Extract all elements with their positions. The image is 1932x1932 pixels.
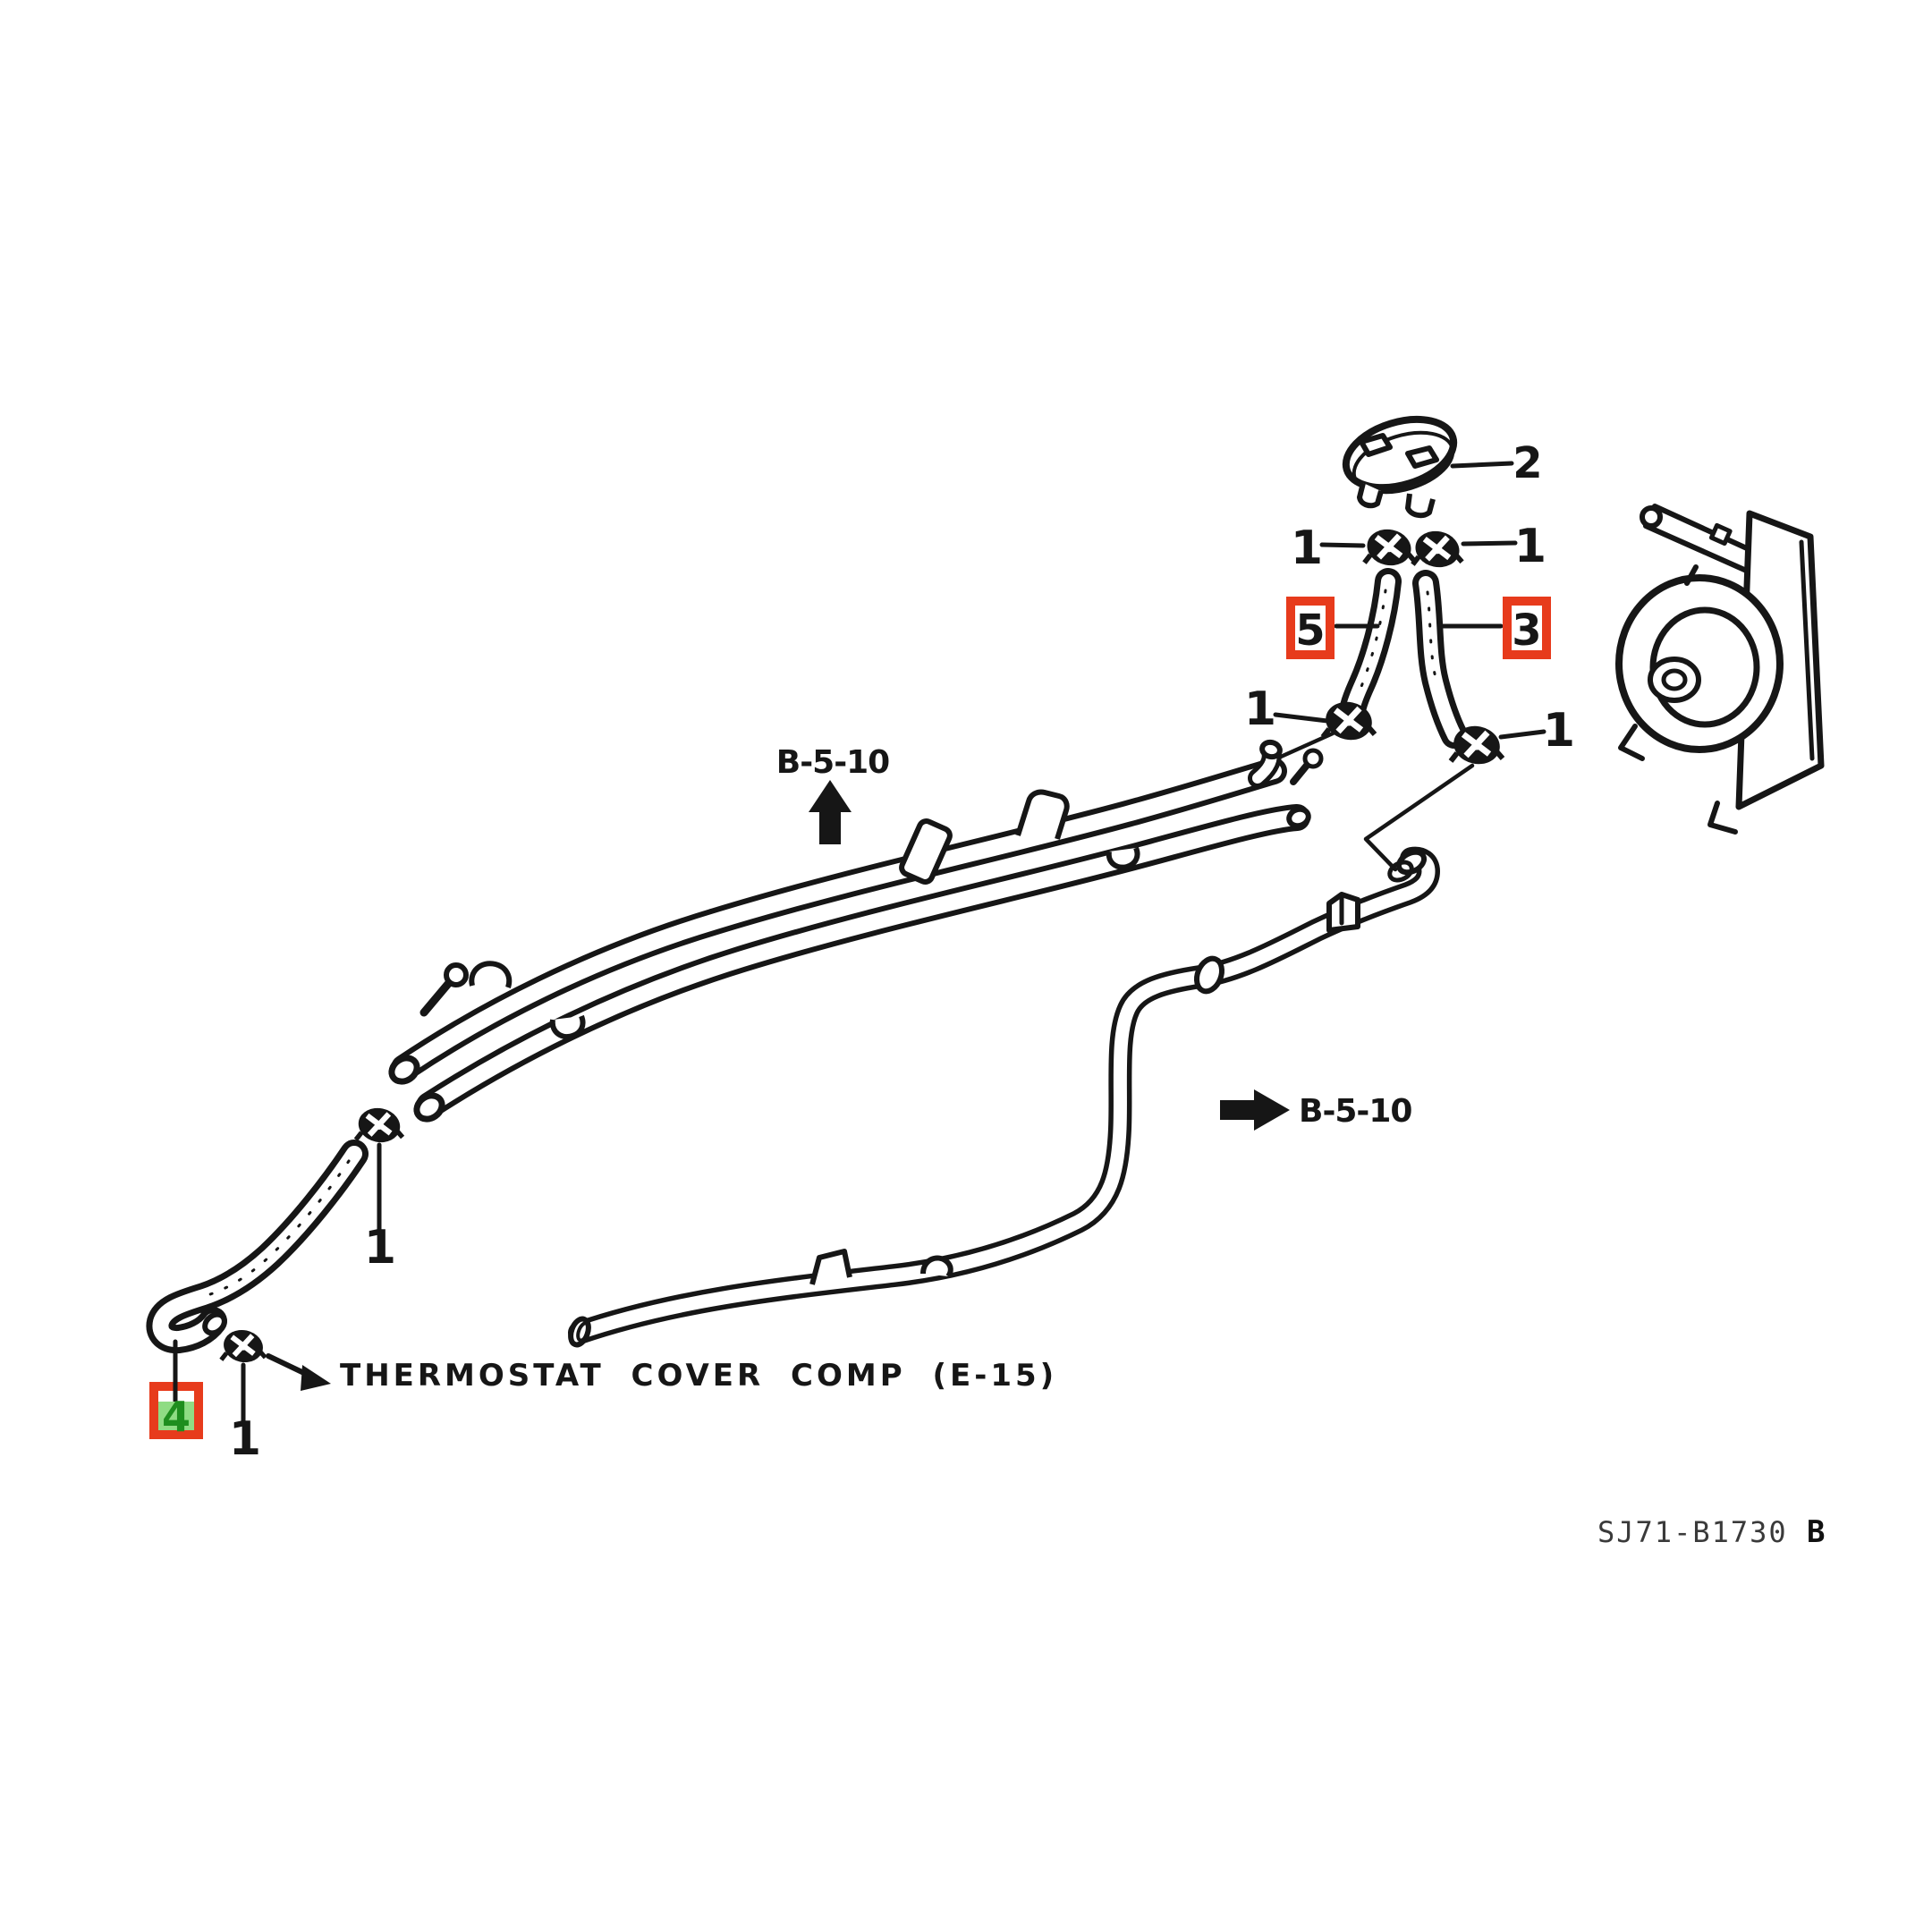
ref-top-group: B-5-10: [776, 744, 890, 844]
qty-label-pipe-left: 1: [364, 1221, 396, 1275]
lower-water-pipe-drawing: [568, 846, 1440, 1348]
hose-clamp-top-right: [1412, 527, 1463, 571]
up-arrow-icon: [809, 780, 852, 844]
doc-revision: B: [1807, 1514, 1825, 1550]
part-5-callout-box[interactable]: 5: [1286, 597, 1335, 659]
hose-clamp-top-left: [1364, 525, 1415, 569]
footer-code-group: SJ71-B1730 B: [1597, 1514, 1825, 1550]
thermostat-note: THERMOSTAT COVER COMP (E-15): [340, 1358, 1057, 1394]
part-4-callout-box[interactable]: 4: [149, 1379, 203, 1441]
qty-label-mid-right: 1: [1543, 704, 1575, 758]
heater-hose-3-drawing: [1412, 570, 1468, 749]
part-4-label: 4: [162, 1393, 191, 1441]
part-2-label: 2: [1513, 438, 1542, 488]
upper-water-pipes-drawing: [388, 739, 1324, 1123]
thermostat-hose-4-drawing: [146, 1140, 369, 1354]
part-3-label: 3: [1512, 606, 1541, 656]
grommet-drawing: [1342, 415, 1458, 519]
ref-label-top: B-5-10: [776, 744, 889, 781]
radiator-fan-shroud-drawing: [1615, 504, 1825, 835]
heater-hose-5-drawing: [1338, 568, 1402, 734]
doc-code: SJ71-B1730: [1597, 1515, 1788, 1549]
part-5-label: 5: [1295, 606, 1325, 656]
thermostat-note-group: THERMOSTAT COVER COMP (E-15): [266, 1353, 1057, 1394]
qty-label-mid-left: 1: [1244, 682, 1276, 736]
ref-label-side: B-5-10: [1299, 1093, 1411, 1130]
qty-label-top-left: 1: [1291, 521, 1323, 575]
leader-lines: [173, 461, 1546, 1427]
hose-clamp-thermostat: [221, 1326, 267, 1366]
thermostat-arrow-icon: [266, 1353, 331, 1391]
hose-clamp-pipe-left: [355, 1105, 403, 1147]
qty-label-thermostat: 1: [229, 1412, 261, 1466]
qty-label-top-right: 1: [1514, 520, 1546, 573]
right-arrow-icon: [1220, 1089, 1290, 1131]
part-3-callout-box[interactable]: 3: [1503, 597, 1551, 659]
ref-side-group: B-5-10: [1220, 1089, 1412, 1131]
